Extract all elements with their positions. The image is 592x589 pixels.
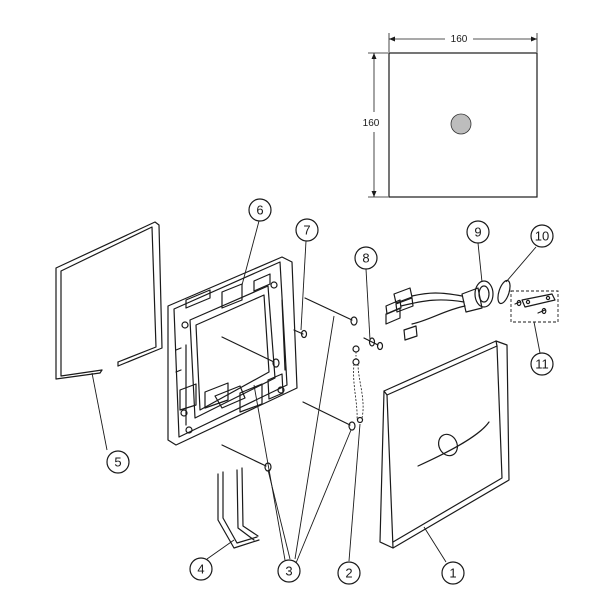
svg-text:8: 8: [362, 251, 369, 266]
callout-2: 2: [337, 561, 361, 585]
mounting-frame: [167, 256, 298, 446]
callout-6: 6: [248, 198, 272, 222]
callout-3: 3: [277, 559, 301, 583]
bracket-kit: [510, 290, 559, 323]
leader-lines: [91, 220, 541, 564]
height-dimension: 160: [363, 52, 388, 198]
svg-text:11: 11: [535, 357, 549, 372]
bent-rod: [217, 467, 260, 549]
callout-5: 5: [106, 450, 130, 474]
svg-text:7: 7: [303, 223, 310, 238]
svg-text:3: 3: [285, 564, 292, 579]
svg-text:5: 5: [114, 455, 121, 470]
front-view-panel: [388, 52, 538, 198]
callout-1: 1: [441, 561, 465, 585]
screw-with-washer: [363, 337, 384, 351]
width-label: 160: [451, 34, 468, 45]
long-screws: [221, 297, 358, 472]
callout-10: 10: [530, 224, 554, 248]
sensor-cable-assembly: [385, 280, 494, 341]
bead-chain: [352, 345, 364, 424]
callout-8: 8: [354, 246, 378, 270]
callout-11: 11: [530, 352, 554, 376]
callout-9: 9: [466, 220, 490, 244]
callout-7: 7: [295, 218, 319, 242]
small-screw: [293, 329, 308, 339]
svg-text:4: 4: [197, 562, 204, 577]
svg-text:2: 2: [345, 566, 352, 581]
height-label: 160: [363, 118, 380, 129]
svg-text:9: 9: [474, 225, 481, 240]
width-dimension: 160: [388, 33, 538, 52]
svg-text:1: 1: [449, 566, 456, 581]
front-cover-plate: [379, 340, 510, 549]
svg-text:6: 6: [256, 203, 263, 218]
gasket-frame: [55, 221, 163, 380]
svg-text:10: 10: [535, 229, 549, 244]
sensor-window: [450, 113, 472, 135]
o-ring: [497, 279, 511, 305]
callout-4: 4: [189, 557, 213, 581]
